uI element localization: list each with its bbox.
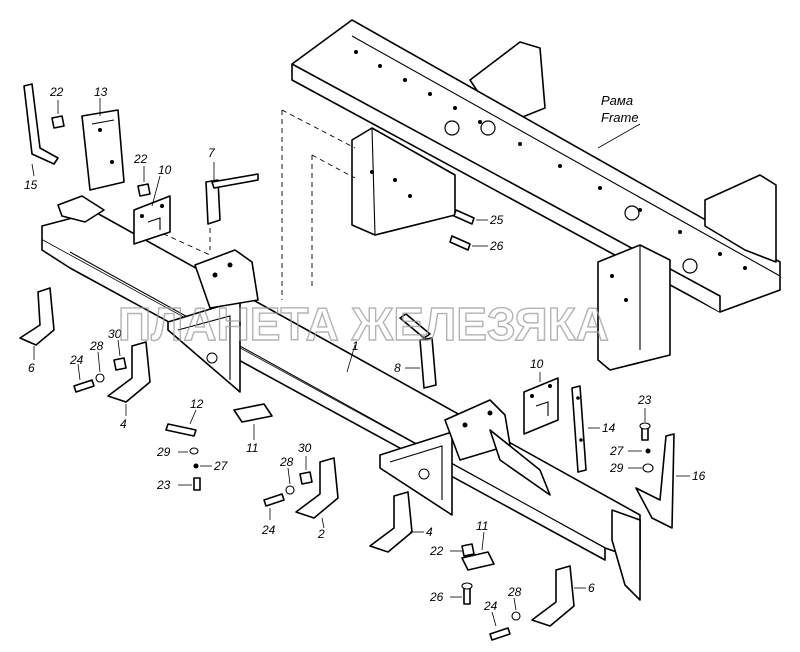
callout-24-middle: 24 [261,523,276,537]
frame-assembly: Рама Frame [291,19,781,371]
cross-beam-1: 1 [41,195,641,601]
callout-15: 15 [24,178,38,192]
fasteners-12-stack: 12 29 27 23 [156,397,229,492]
callout-8: 8 [394,361,401,375]
callout-24-left: 24 [69,353,84,367]
bracket-14: 14 [571,385,616,473]
frame-holes [354,50,747,302]
callout-28-bottom: 28 [507,585,522,599]
bolt-25: 25 [453,209,504,227]
callout-2: 2 [317,527,325,541]
bracket-2: 2 [295,457,339,541]
callout-4-right: 4 [426,525,433,539]
callout-28-left: 28 [89,339,104,353]
callout-6-right: 6 [588,581,595,595]
callout-10-lower: 10 [530,357,544,371]
frame-label-en: Frame [601,110,639,125]
bracket-13: 13 [81,85,125,191]
nut-22-upper-left: 22 [49,85,65,129]
bracket-4-right: 4 [369,491,433,553]
callout-24-bottom: 24 [483,599,498,613]
bolt-26-upper: 26 [449,235,504,253]
plate-10-upper: 10 [133,163,172,245]
callout-30-middle: 30 [298,441,312,455]
callout-23-left: 23 [156,478,171,492]
fasteners-right-stack: 23 27 29 [609,393,654,475]
plate-11-right: 11 [461,519,495,571]
fasteners-left: 24 28 30 [69,327,127,393]
callout-28-middle: 28 [279,455,294,469]
pin-8: 8 [394,313,437,389]
fasteners-bottom: 24 28 [483,585,522,641]
callout-27-right: 27 [609,444,625,458]
plate-11-left: 11 [233,403,273,455]
callout-10-upper: 10 [158,163,172,177]
callout-29-right: 29 [609,461,624,475]
bracket-6-left: 6 [19,287,55,375]
watermark: ПЛАНЕТА ЖЕЛЕЗЯКА [118,298,609,350]
callout-27-left: 27 [213,459,229,473]
pin-7: 7 [205,146,259,225]
callout-16: 16 [692,469,706,483]
callout-1: 1 [352,339,359,353]
callout-6-left: 6 [28,361,35,375]
nut-22-middle: 22 [133,152,151,197]
bracket-6-right: 6 [531,565,595,627]
callout-22-lower: 22 [429,544,444,558]
callout-23-right: 23 [637,393,652,407]
nut-22-lower: 22 [429,543,475,558]
callout-13: 13 [94,85,108,99]
angle-16: 16 [635,433,706,529]
frame-label-ru: Рама [601,93,633,108]
callout-29-left: 29 [156,445,171,459]
callout-22-upper-left: 22 [49,85,64,99]
callout-11-left: 11 [246,441,258,455]
callout-12: 12 [190,397,204,411]
callout-14: 14 [602,421,616,435]
bolt-26-lower: 26 [429,582,473,605]
plate-10-lower: 10 [523,357,559,435]
angle-15: 15 [23,83,59,192]
callout-30-left: 30 [108,327,122,341]
callout-7: 7 [208,146,216,160]
callout-4-left: 4 [120,417,127,431]
callout-11-right: 11 [476,519,488,533]
bracket-4-left: 4 [107,341,151,431]
callout-22-middle: 22 [133,152,148,166]
callout-26-lower: 26 [429,590,444,604]
fasteners-middle: 24 28 30 [261,441,313,537]
callout-26-upper: 26 [489,239,504,253]
callout-25: 25 [489,213,504,227]
